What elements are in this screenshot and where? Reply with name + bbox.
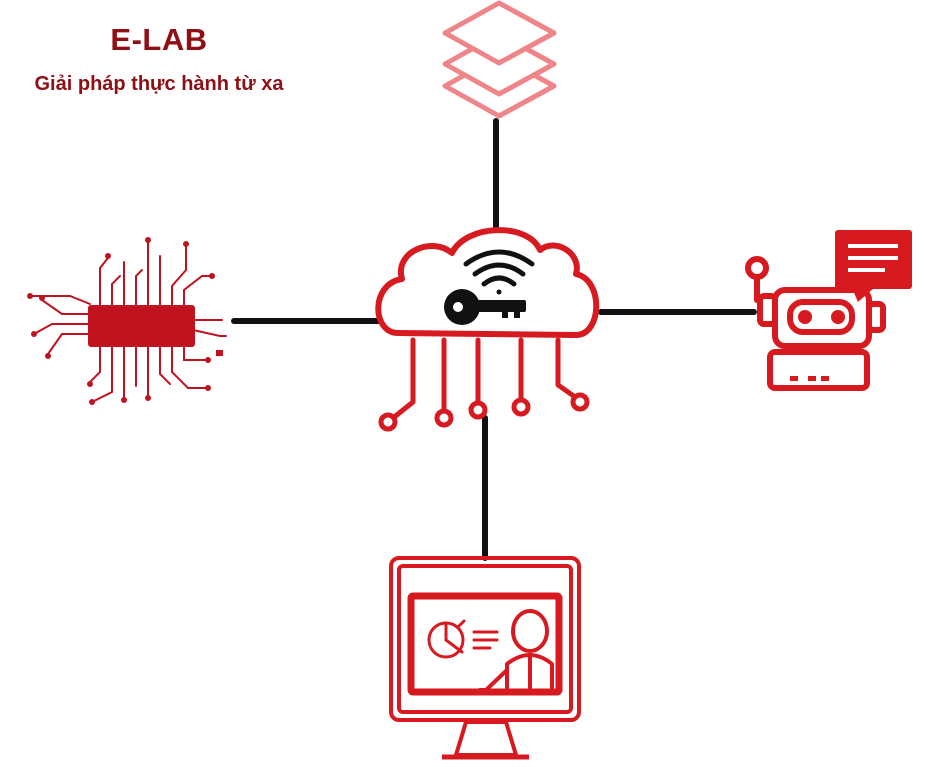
- key-icon: [444, 289, 526, 325]
- connectors: [231, 118, 757, 561]
- microchip-icon: [27, 237, 227, 405]
- layers-stack-icon: [442, 0, 557, 119]
- header: E-LAB Giải pháp thực hành từ xa: [0, 22, 318, 96]
- brand-title: E-LAB: [110, 22, 208, 57]
- chatbot-icon: [745, 230, 912, 391]
- monitor-presentation-icon: [389, 556, 581, 760]
- wifi-icon: [463, 249, 535, 295]
- chat-bubble-icon: [835, 230, 912, 302]
- brand-subtitle: Giải pháp thực hành từ xa: [34, 73, 284, 95]
- circuit-trace-icon: [378, 337, 590, 432]
- cloud-hub: [375, 227, 600, 432]
